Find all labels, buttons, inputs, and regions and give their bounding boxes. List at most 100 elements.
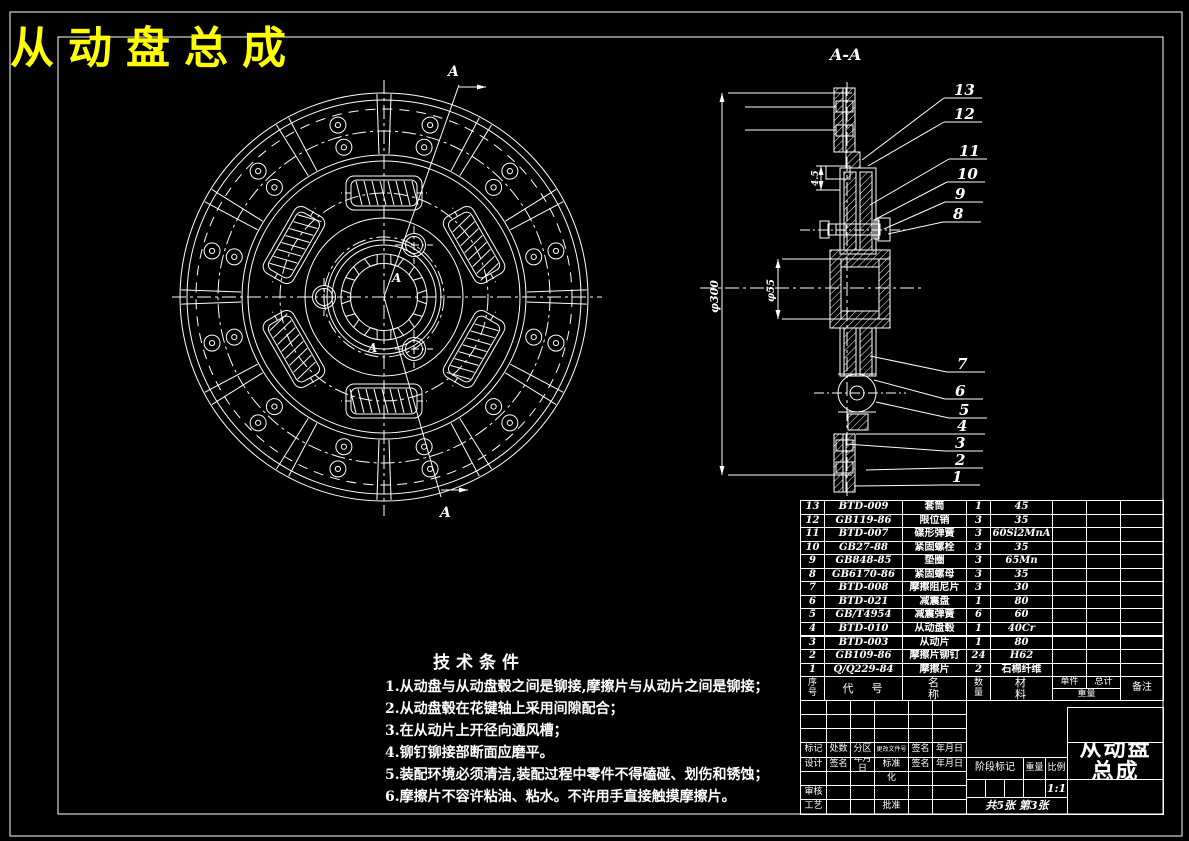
tb-e8 [874, 785, 909, 800]
revision-cell [908, 728, 933, 743]
table-cell: 3 [966, 513, 991, 529]
revision-cell [874, 714, 909, 729]
table-cell: 65Mn [990, 554, 1053, 569]
revision-cell [850, 714, 875, 729]
table-cell [1086, 635, 1121, 651]
dimension-text: 4.5 [811, 170, 821, 186]
tb-e12 [850, 799, 875, 815]
tb-doc: 更改文件号 [874, 742, 909, 758]
table-cell: 9 [800, 554, 825, 569]
tb-e5 [932, 771, 967, 786]
tb-design: 设计 [800, 757, 827, 772]
tb-sign1: 签名 [908, 742, 933, 758]
table-cell [1120, 635, 1164, 651]
tb-scale-label: 比例 [1045, 757, 1068, 780]
table-cell [1086, 513, 1121, 529]
revision-cell [826, 700, 851, 715]
sheet-frame [9, 11, 1183, 837]
table-cell: 从动盘毂 [902, 621, 967, 637]
revision-cell [800, 728, 827, 743]
table-cell [1120, 608, 1164, 623]
balloon-label: 2 [954, 451, 965, 469]
table-cell [1120, 649, 1164, 664]
tech-note-line: 1.从动盘与从动盘毂之间是铆接,摩擦片与从动片之间是铆接； [385, 679, 769, 695]
table-cell: 80 [990, 635, 1053, 651]
table-cell: 3 [966, 527, 991, 542]
tb-lower-box [1067, 779, 1164, 815]
table-cell [1052, 567, 1087, 583]
table-cell [1086, 554, 1121, 569]
table-cell: 1 [800, 662, 825, 678]
balloon-label: 12 [954, 105, 975, 123]
table-cell: 3 [966, 540, 991, 556]
table-cell: 减震弹簧 [902, 608, 967, 623]
tb-e2 [826, 771, 851, 786]
table-cell [1052, 594, 1087, 610]
table-cell: 3 [966, 567, 991, 583]
table-cell: GB6170-86 [824, 567, 903, 583]
tb-date2: 年月日 [850, 757, 875, 772]
table-cell: 10 [800, 540, 825, 556]
revision-cell [874, 700, 909, 715]
table-cell [1120, 527, 1164, 542]
table-cell: 限位销 [902, 513, 967, 529]
revision-cell [932, 714, 967, 729]
tb-e3 [850, 771, 875, 786]
tb-e11 [826, 799, 851, 815]
table-cell: 4 [800, 621, 825, 637]
revision-cell [800, 700, 827, 715]
table-cell [1052, 513, 1087, 529]
revision-cell [800, 714, 827, 729]
col-name: 名称 [902, 676, 967, 701]
table-cell [1120, 594, 1164, 610]
table-cell: 35 [990, 540, 1053, 556]
table-cell: 减震盘 [902, 594, 967, 610]
table-cell: BTD-003 [824, 635, 903, 651]
table-cell [1120, 513, 1164, 529]
tech-note-line: 3.在从动片上开径向通风槽； [385, 723, 568, 739]
tb-zone: 分区 [850, 742, 875, 758]
table-cell: 80 [990, 594, 1053, 610]
tb-s4 [1023, 779, 1046, 798]
table-cell: 1 [966, 621, 991, 637]
table-cell: 8 [800, 567, 825, 583]
tb-sign3: 签名 [908, 757, 933, 772]
tb-e14 [932, 799, 967, 815]
table-cell [1120, 540, 1164, 556]
table-cell: 60 [990, 608, 1053, 623]
table-cell: GB109-86 [824, 649, 903, 664]
table-cell: GB848-85 [824, 554, 903, 569]
tb-s1 [966, 779, 986, 798]
tb-sign2: 签名 [826, 757, 851, 772]
table-cell: 紧固螺栓 [902, 540, 967, 556]
table-cell [1086, 662, 1121, 678]
dimension-text: φ55 [766, 279, 777, 302]
page-title: 从动盘总成 [10, 23, 300, 74]
table-cell [1120, 567, 1164, 583]
revision-cell [850, 700, 875, 715]
tb-e9 [908, 785, 933, 800]
table-cell: 套筒 [902, 500, 967, 515]
table-cell: GB/T4954 [824, 608, 903, 623]
tb-mark: 标记 [800, 742, 827, 758]
table-cell: 碟形弹簧 [902, 527, 967, 542]
table-cell: 6 [966, 608, 991, 623]
table-cell: 24 [966, 649, 991, 664]
table-cell: 3 [966, 581, 991, 596]
tb-date3: 年月日 [932, 757, 967, 772]
table-cell: 30 [990, 581, 1053, 596]
table-cell: 35 [990, 567, 1053, 583]
table-cell: BTD-010 [824, 621, 903, 637]
tb-std: 标准 [874, 757, 909, 772]
table-cell: 6 [800, 594, 825, 610]
tb-approve: 批准 [874, 799, 909, 815]
balloon-label: 1 [952, 468, 962, 486]
view-label: A [446, 64, 459, 80]
tech-note-line: 5.装配环境必须清洁,装配过程中零件不得磕碰、划伤和锈蚀； [385, 767, 769, 783]
col-code: 代号 [824, 676, 903, 701]
view-label: A [438, 505, 451, 521]
tech-note-line: 6.摩擦片不容许粘油、粘水。不许用手直接触摸摩擦片。 [385, 789, 736, 805]
table-cell: 摩擦阻尼片 [902, 581, 967, 596]
